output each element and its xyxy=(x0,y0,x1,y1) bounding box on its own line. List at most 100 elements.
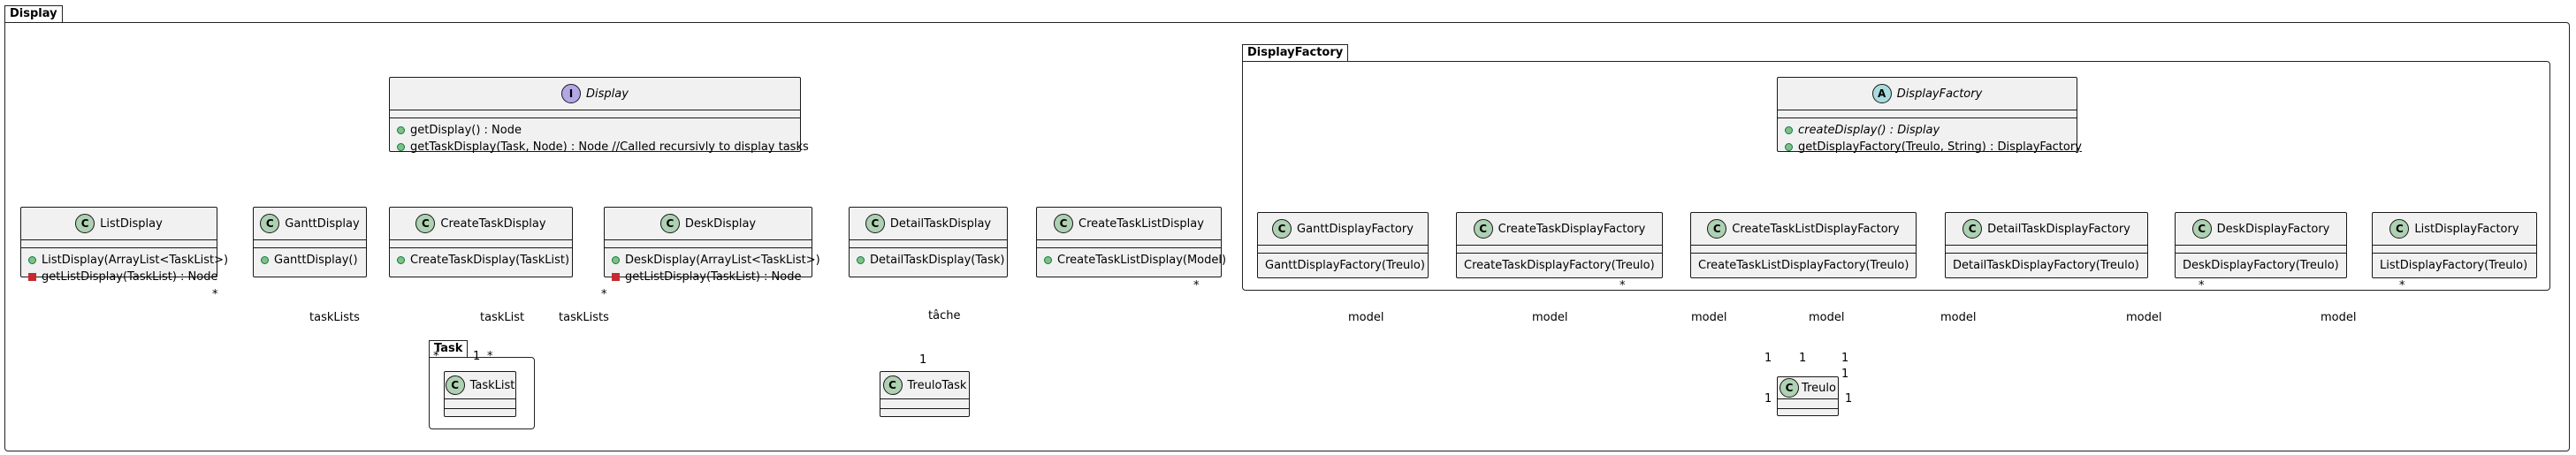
class-display-interface: I Display getDisplay() : Node getTaskDisp… xyxy=(389,77,809,154)
class-detailtaskdisplay: C DetailTaskDisplay DetailTaskDisplay(Tas… xyxy=(849,207,1008,277)
assoc-label: taskList xyxy=(480,311,525,324)
abstract-class-icon: A xyxy=(1871,84,1892,103)
class-name: DetailTaskDisplayFactory xyxy=(1987,222,2130,236)
method: CreateTaskDisplay(TaskList) xyxy=(410,254,570,267)
class-name: GanttDisplay xyxy=(285,216,360,231)
fields-compartment xyxy=(254,240,366,248)
methods-compartment: createDisplay() : Display getDisplayFact… xyxy=(1778,118,2082,159)
class-icon: C xyxy=(2389,219,2410,239)
public-visibility-icon xyxy=(1785,143,1793,151)
multiplicity: 1 xyxy=(1764,352,1772,365)
method: ListDisplayFactory(Treulo) xyxy=(2380,259,2528,272)
class-deskdisplayfactory: C DeskDisplayFactory DeskDisplayFactory(T… xyxy=(2175,212,2347,278)
fields-compartment xyxy=(880,399,969,409)
multiplicity: * xyxy=(1620,279,1626,292)
class-deskdisplay: C DeskDisplay DeskDisplay(ArrayList<TaskL… xyxy=(604,207,820,284)
assoc-label: model xyxy=(1940,311,1977,324)
method: getListDisplay(TaskList) : Node xyxy=(625,270,802,284)
multiplicity: 1 xyxy=(1841,352,1849,365)
assoc-label: model xyxy=(2126,311,2162,324)
method: getDisplay() : Node xyxy=(410,124,522,137)
class-name: ListDisplay xyxy=(100,216,163,231)
fields-compartment xyxy=(1457,246,1662,254)
assoc-label: model xyxy=(2321,311,2357,324)
method: DeskDisplay(ArrayList<TaskList>) xyxy=(625,254,820,267)
class-icon: C xyxy=(260,214,280,233)
class-name: Display xyxy=(586,87,629,101)
class-icon: C xyxy=(1272,219,1292,239)
method: ListDisplay(ArrayList<TaskList>) xyxy=(42,254,229,267)
fields-compartment xyxy=(605,240,812,248)
multiplicity: * xyxy=(487,350,493,363)
methods-compartment: GanttDisplayFactory(Treulo) xyxy=(1258,254,1428,277)
multiplicity: * xyxy=(1193,279,1200,292)
methods-compartment: ListDisplay(ArrayList<TaskList>) getList… xyxy=(21,248,228,289)
method: CreateTaskListDisplayFactory(Treulo) xyxy=(1698,259,1909,272)
class-name: DeskDisplay xyxy=(684,216,757,231)
class-name: DisplayFactory xyxy=(1896,87,1983,101)
fields-compartment xyxy=(1778,110,2077,118)
fields-compartment xyxy=(445,399,515,409)
assoc-label: taskLists xyxy=(559,311,609,324)
fields-compartment xyxy=(850,240,1007,248)
method: CreateTaskDisplayFactory(Treulo) xyxy=(1464,259,1655,272)
methods-compartment: GanttDisplay() xyxy=(254,248,366,272)
multiplicity: * xyxy=(601,288,607,301)
multiplicity: * xyxy=(212,288,218,301)
class-name: CreateTaskListDisplayFactory xyxy=(1732,222,1900,236)
class-icon: C xyxy=(882,375,903,395)
class-icon: C xyxy=(659,214,680,233)
multiplicity: * xyxy=(433,350,439,363)
class-icon: C xyxy=(2191,219,2212,239)
multiplicity: 1 xyxy=(473,350,481,363)
public-visibility-icon xyxy=(857,256,865,264)
methods-compartment: CreateTaskListDisplayFactory(Treulo) xyxy=(1691,254,1916,277)
methods-compartment: ListDisplayFactory(Treulo) xyxy=(2373,254,2536,277)
multiplicity: 1 xyxy=(1845,392,1853,406)
assoc-label: model xyxy=(1691,311,1727,324)
public-visibility-icon xyxy=(612,256,620,264)
public-visibility-icon xyxy=(397,256,405,264)
class-name: CreateTaskDisplayFactory xyxy=(1498,222,1646,236)
class-name: CreateTaskDisplay xyxy=(440,216,546,231)
interface-icon: I xyxy=(561,84,582,103)
public-visibility-icon xyxy=(397,126,405,134)
method: getDisplayFactory(Treulo, String) : Disp… xyxy=(1798,140,2082,154)
methods-compartment: CreateTaskDisplay(TaskList) xyxy=(390,248,572,272)
fields-compartment xyxy=(21,240,217,248)
class-name: Treulo xyxy=(1802,381,1836,395)
fields-compartment xyxy=(1778,399,1838,409)
assoc-label: model xyxy=(1348,311,1384,324)
fields-compartment xyxy=(1946,246,2147,254)
class-icon: C xyxy=(1962,219,1983,239)
assoc-label: taskLists xyxy=(309,311,360,324)
class-icon: C xyxy=(1054,214,1074,233)
method: CreateTaskListDisplay(Model) xyxy=(1057,254,1227,267)
methods-compartment: DeskDisplay(ArrayList<TaskList>) getList… xyxy=(605,248,820,289)
class-name: DetailTaskDisplay xyxy=(889,216,992,231)
assoc-label: tâche xyxy=(928,309,961,322)
multiplicity: 1 xyxy=(1799,352,1807,365)
package-display-tab: Display xyxy=(4,5,63,22)
method: getTaskDisplay(Task, Node) : Node //Call… xyxy=(410,140,809,154)
public-visibility-icon xyxy=(28,256,36,264)
methods-compartment: DeskDisplayFactory(Treulo) xyxy=(2176,254,2346,277)
methods-compartment: CreateTaskListDisplay(Model) xyxy=(1037,248,1226,272)
fields-compartment xyxy=(390,240,572,248)
class-icon: C xyxy=(865,214,885,233)
multiplicity: * xyxy=(2399,279,2405,292)
class-name: DeskDisplayFactory xyxy=(2216,222,2330,236)
public-visibility-icon xyxy=(397,143,405,151)
fields-compartment xyxy=(2373,246,2536,254)
multiplicity: * xyxy=(2199,279,2205,292)
methods-compartment: DetailTaskDisplay(Task) xyxy=(850,248,1007,272)
